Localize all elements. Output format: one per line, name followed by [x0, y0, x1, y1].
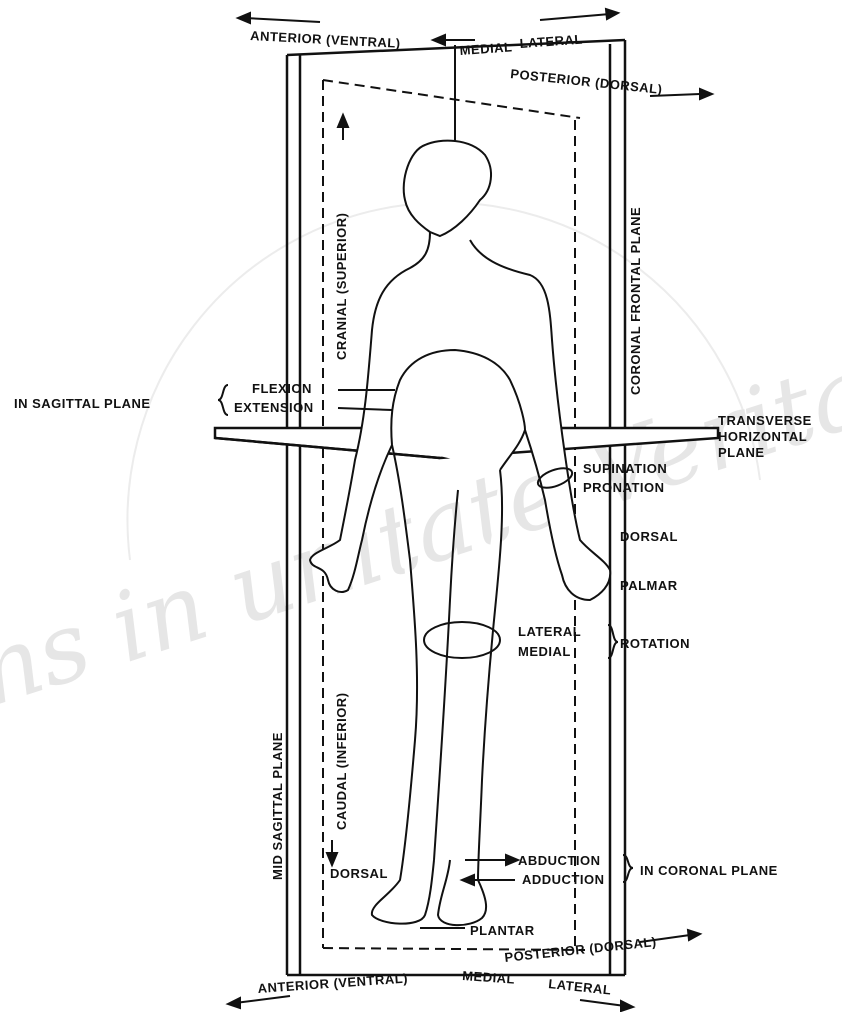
label-top-medial: MEDIAL: [459, 39, 513, 58]
label-abduction: ABDUCTION: [518, 853, 601, 868]
label-bottom-medial: MEDIAL: [462, 968, 516, 987]
sagittal-brace: [218, 385, 228, 415]
label-dorsal-hand: DORSAL: [620, 529, 678, 544]
label-adduction: ADDUCTION: [522, 872, 605, 887]
label-plane: PLANE: [718, 445, 765, 460]
label-lateral-rotation: LATERAL: [518, 624, 581, 639]
label-dorsal-foot: DORSAL: [330, 866, 388, 881]
label-mid-sagittal: MID SAGITTAL PLANE: [270, 732, 285, 880]
label-supination: SUPINATION: [583, 461, 667, 476]
label-extension: EXTENSION: [234, 400, 314, 415]
label-plantar: PLANTAR: [470, 923, 535, 938]
watermark: ...ens in unitate Verita...: [0, 202, 842, 774]
label-top-posterior: POSTERIOR (DORSAL): [510, 66, 663, 97]
label-medial-rotation: MEDIAL: [518, 644, 571, 659]
label-flexion: FLEXION: [252, 381, 312, 396]
label-coronal-plane: CORONAL FRONTAL PLANE: [628, 207, 643, 395]
label-bottom-lateral: LATERAL: [548, 976, 612, 998]
label-rotation: ROTATION: [620, 636, 690, 651]
label-bottom-posterior: POSTERIOR (DORSAL): [504, 934, 657, 965]
label-top-lateral: LATERAL: [519, 32, 583, 51]
label-caudal: CAUDAL (INFERIOR): [334, 692, 349, 830]
head: [404, 141, 491, 236]
label-cranial: CRANIAL (SUPERIOR): [334, 213, 349, 360]
label-palmar: PALMAR: [620, 578, 678, 593]
label-in-coronal-plane: IN CORONAL PLANE: [640, 863, 778, 878]
label-horizontal: HORIZONTAL: [718, 429, 807, 444]
label-in-sagittal-plane: IN SAGITTAL PLANE: [14, 396, 151, 411]
label-pronation: PRONATION: [583, 480, 665, 495]
label-top-anterior: ANTERIOR (VENTRAL): [250, 28, 401, 51]
label-transverse: TRANSVERSE: [718, 413, 812, 428]
